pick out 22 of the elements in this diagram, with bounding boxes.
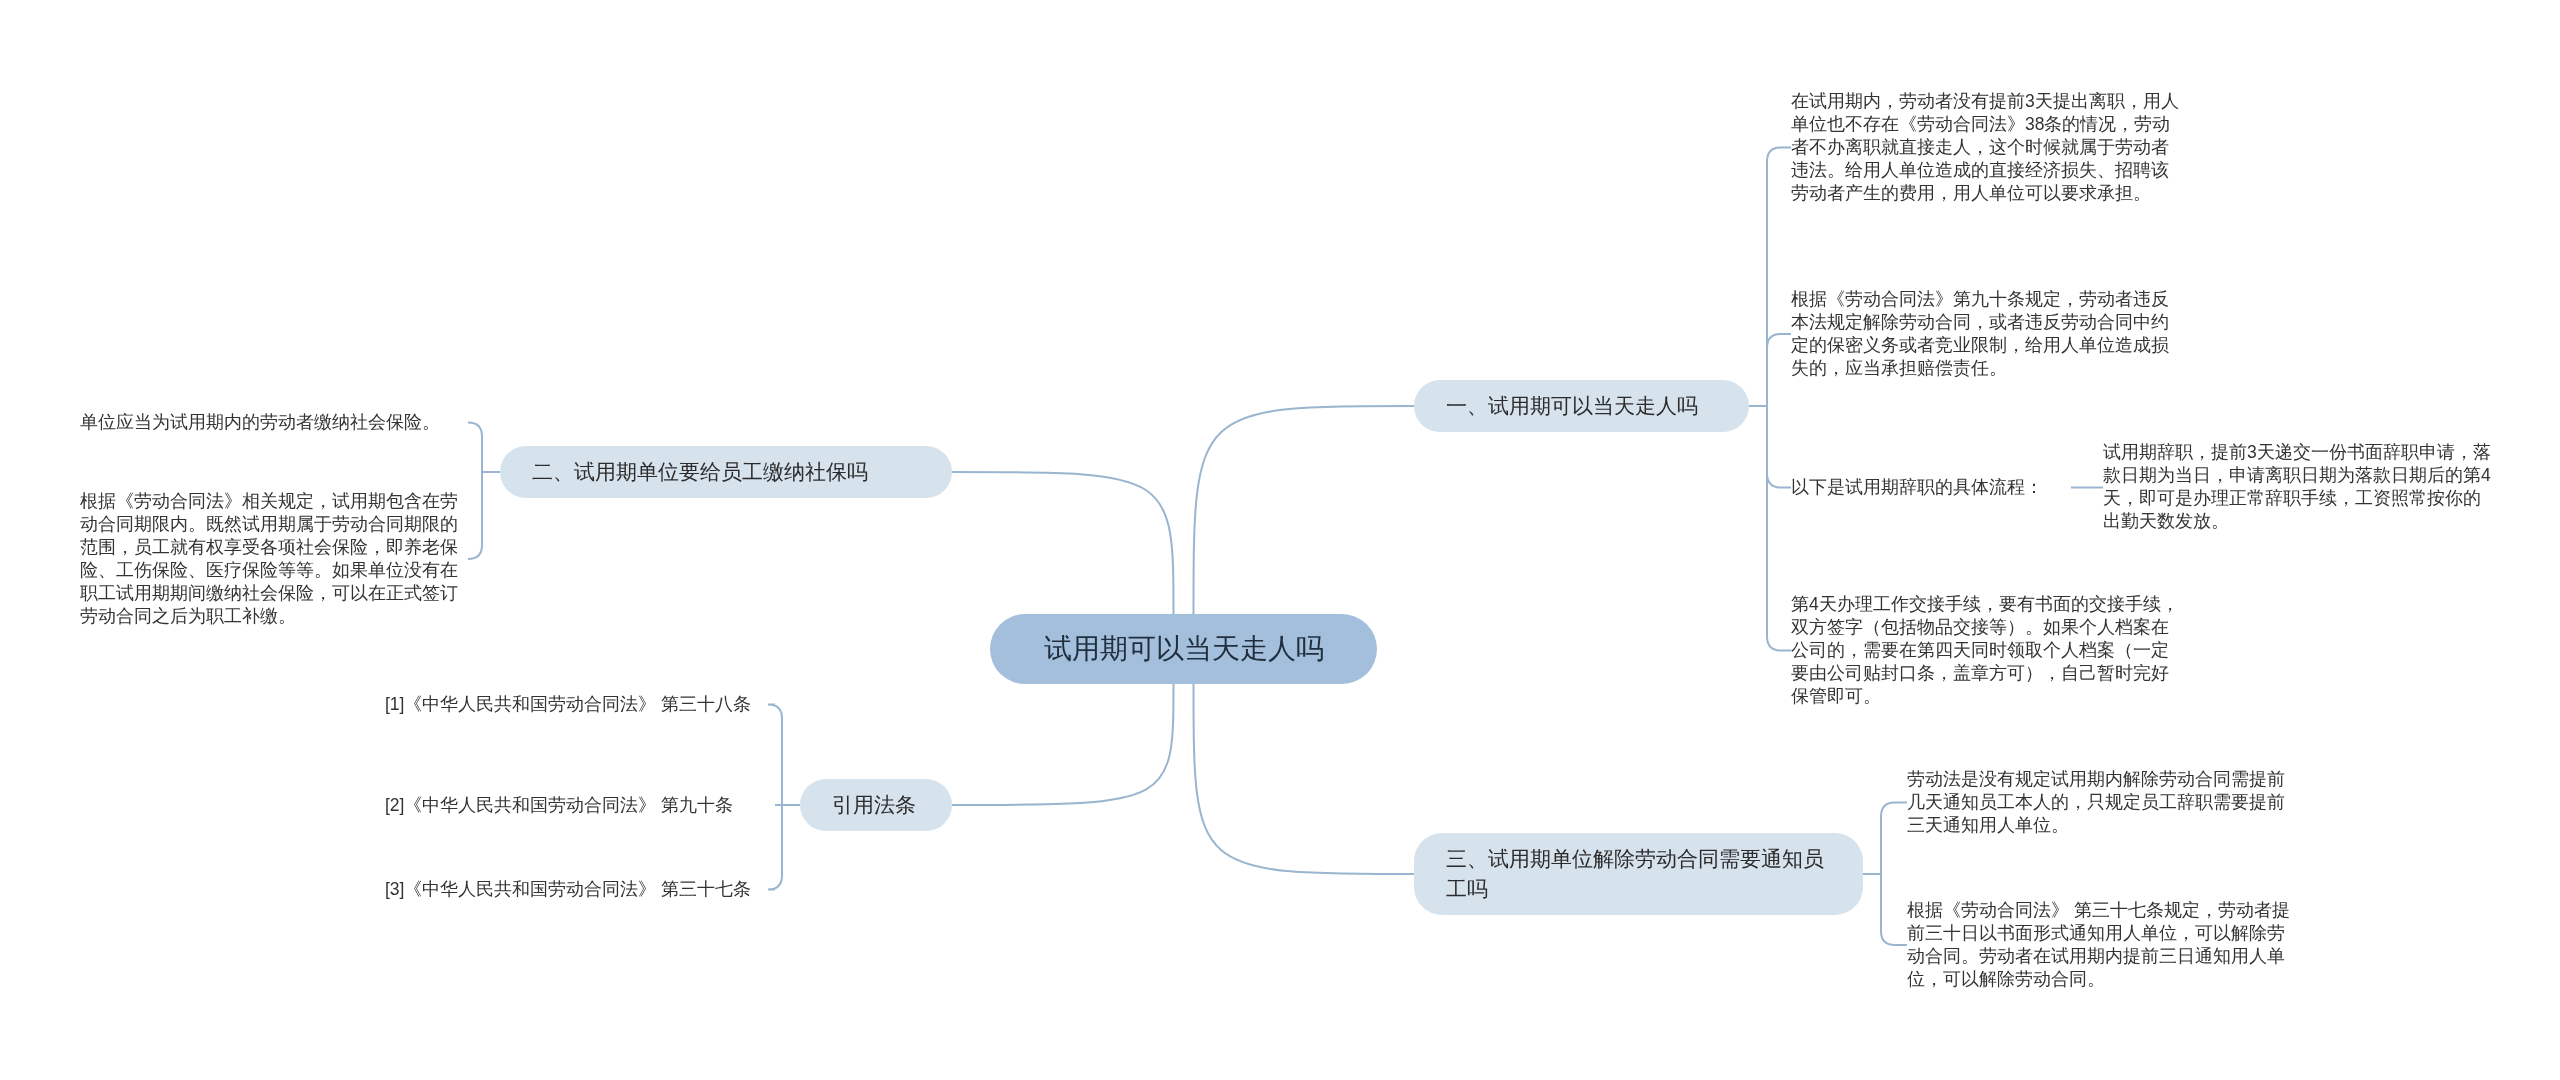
- note-text: 以下是试用期辞职的具体流程：: [1791, 474, 2071, 501]
- connector-line: [467, 471, 501, 560]
- note-text: 根据《劳动合同法》 第三十七条规定，劳动者提前三十日以书面形式通知用人单位，可以解除劳动合同。劳动者在试用期内提前三日通知用人单位，可以解除劳动合同。: [1907, 897, 2297, 993]
- topic-bubble: 三、试用期单位解除劳动合同需要通知员工吗: [1414, 833, 1863, 915]
- connector-line: [951, 471, 1175, 617]
- central-topic: 试用期可以当天走人吗: [990, 614, 1377, 684]
- topic-bubble: 一、试用期可以当天走人吗: [1414, 380, 1749, 432]
- note-text: 第4天办理工作交接手续，要有书面的交接手续，双方签字（包括物品交接等）。如果个人档案在公司的，需要在第四天同时领取个人档案（一定要由公司贴封口条，盖章方可），自己暂时完好保管即可。: [1791, 591, 2181, 710]
- note-text: 在试用期内，劳动者没有提前3天提出离职，用人单位也不存在《劳动合同法》38条的情况，劳动者不办离职就直接走人，这个时候就属于劳动者违法。给用人单位造成的直接经济损失、招聘该劳动者产生的费用，用人单位可以要求承担。: [1791, 88, 2181, 207]
- note-text: 根据《劳动合同法》第九十条规定，劳动者违反本法规定解除劳动合同，或者违反劳动合同中约定的保密义务或者竞业限制，给用人单位造成损失的，应当承担赔偿责任。: [1791, 286, 2181, 382]
- note-text: [1]《中华人民共和国劳动合同法》 第三十八条: [385, 691, 775, 718]
- connector-line: [2070, 486, 2104, 489]
- connector-line: [767, 804, 801, 891]
- note-text: 单位应当为试用期内的劳动者缴纳社会保险。: [80, 409, 470, 436]
- note-text: 劳动法是没有规定试用期内解除劳动合同需提前几天通知员工本人的，只规定员工辞职需要提前三天通知用人单位。: [1907, 766, 2297, 839]
- note-text: 根据《劳动合同法》相关规定，试用期包含在劳动合同期限内。既然试用期属于劳动合同期限的范围，员工就有权享受各项社会保险，即养老保险、工伤保险、医疗保险等等。如果单位没有在职工试用期期间缴纳社会保险，可以在正式签订劳动合同之后为职工补缴。: [80, 488, 470, 630]
- note-text: [2]《中华人民共和国劳动合同法》 第九十条: [385, 792, 775, 819]
- topic-bubble: 引用法条: [800, 779, 952, 831]
- note-text: [3]《中华人民共和国劳动合同法》 第三十七条: [385, 876, 775, 903]
- connector-line: [1192, 405, 1415, 617]
- note-text: 试用期辞职，提前3天递交一份书面辞职申请，落款日期为当日，申请离职日期为落款日期后的第4天，即可是办理正常辞职手续，工资照常按你的出勤天数发放。: [2103, 439, 2498, 535]
- topic-bubble: 二、试用期单位要给员工缴纳社保吗: [500, 446, 952, 498]
